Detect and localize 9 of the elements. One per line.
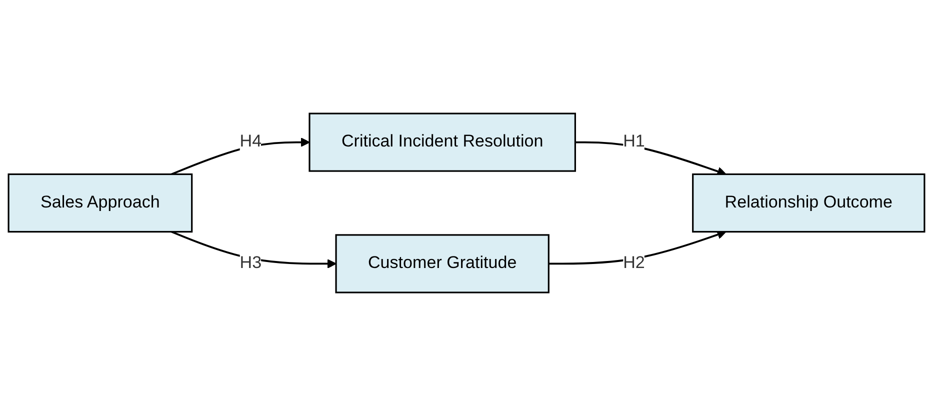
arrow [548,230,726,264]
edge-label: H2 [623,254,645,272]
node-box: Relationship Outcome [692,172,926,232]
node-box: Customer Gratitude [335,234,550,293]
edge-label: H1 [623,132,645,150]
node-box: Critical Incident Resolution [308,112,576,172]
edge-label: H3 [240,254,262,272]
edge-label: H4 [240,132,262,150]
node-box: Sales Approach [8,172,193,232]
